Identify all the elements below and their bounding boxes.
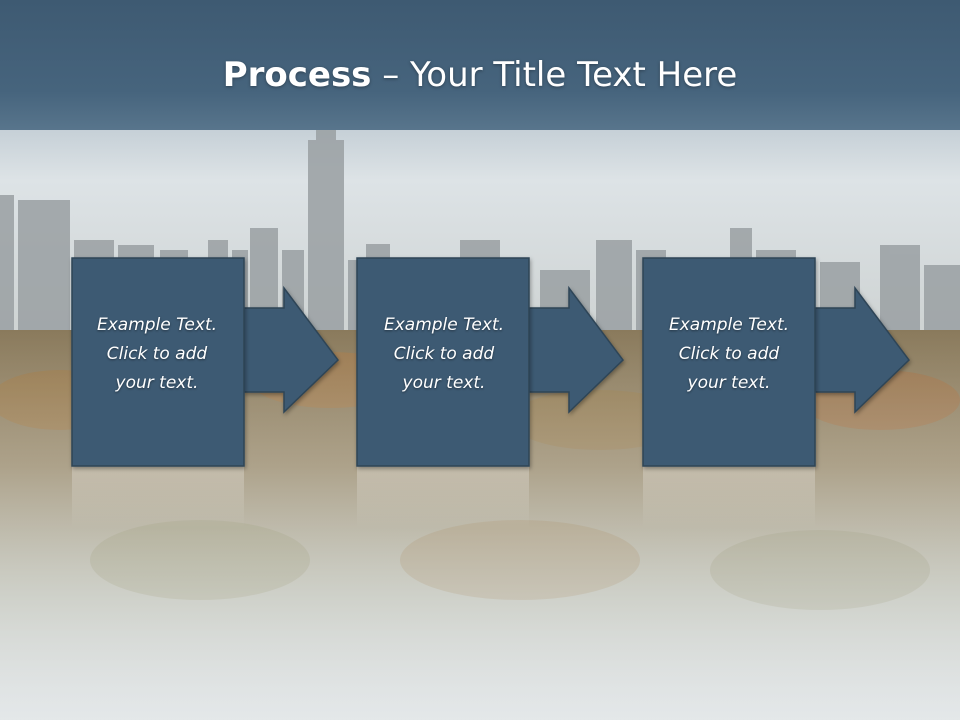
box-reflection-2: [357, 466, 529, 528]
box-reflection-1: [72, 466, 244, 528]
arrow-1: [243, 285, 339, 414]
step-1-text[interactable]: Example Text. Click to add your text.: [96, 315, 218, 393]
step-box-1: [71, 257, 245, 467]
process-step-1[interactable]: [71, 257, 339, 528]
title-bar: Process – Your Title Text Here: [0, 0, 960, 130]
process-step-3[interactable]: [642, 257, 910, 528]
step-box-3: [642, 257, 816, 467]
title-bold: Process: [222, 55, 372, 95]
step-2-text[interactable]: Example Text. Click to add your text.: [383, 315, 505, 393]
step-box-2: [356, 257, 530, 467]
arrow-3: [814, 285, 910, 414]
arrow-2: [528, 285, 624, 414]
process-step-2[interactable]: [356, 257, 624, 528]
box-reflection-3: [643, 466, 815, 528]
title-rest: – Your Title Text Here: [371, 55, 738, 95]
step-3-text[interactable]: Example Text. Click to add your text.: [668, 315, 790, 393]
slide-title[interactable]: Process – Your Title Text Here: [0, 52, 960, 98]
